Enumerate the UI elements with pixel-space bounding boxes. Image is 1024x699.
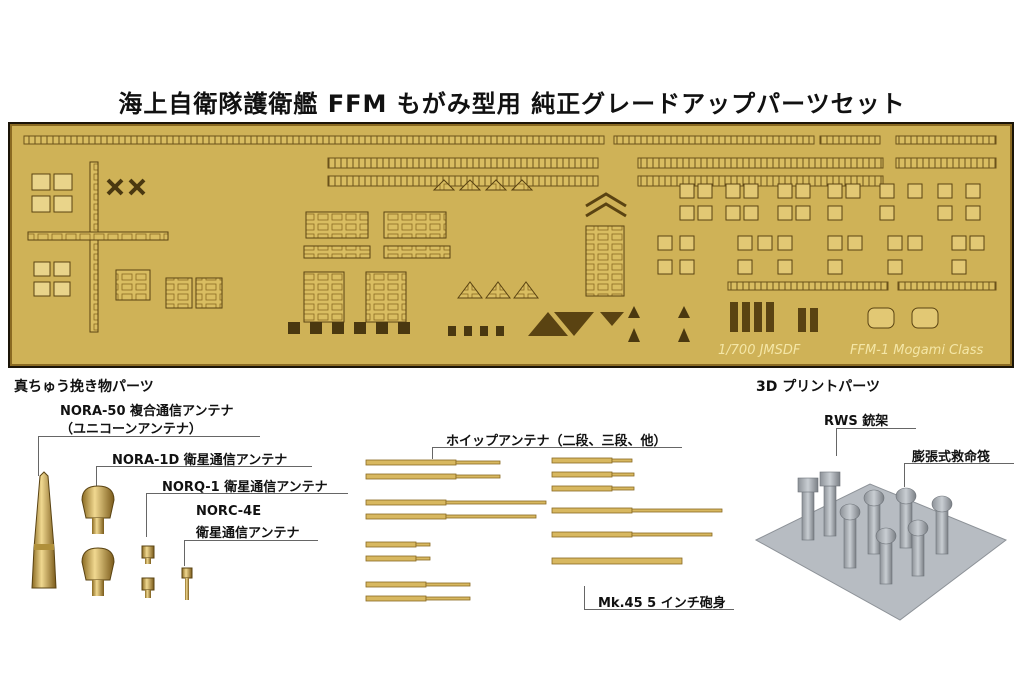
brass-turned-parts [31, 471, 193, 600]
label-whip-antenna: ホイップアンテナ（二段、三段、他） [446, 434, 667, 449]
label-nora50-sub: （ユニコーンアンテナ） [60, 422, 202, 437]
fret-credit-right: FFM-1 Mogami Class [850, 343, 983, 358]
label-norc4e: NORC-4E [196, 504, 262, 519]
label-inflatable-liferaft: 膨張式救命筏 [912, 450, 991, 465]
label-norc4e-sub: 衛星通信アンテナ [196, 526, 300, 541]
section-brass-parts: 真ちゅう挽き物パーツ [14, 379, 154, 395]
3d-print-sprue [754, 471, 1008, 621]
photo-etch-fret: 1/700 JMSDF FFM-1 Mogami Class [8, 122, 1014, 368]
section-3d-print-parts: 3D プリントパーツ [756, 379, 880, 395]
label-nora50: NORA-50 複合通信アンテナ [60, 404, 234, 419]
fret-credit-left: 1/700 JMSDF [718, 343, 801, 358]
page-title: 海上自衛隊護衛艦 FFM もがみ型用 純正グレードアップパーツセット [118, 90, 906, 118]
label-rws-mount: RWS 銃架 [824, 414, 889, 429]
whip-antenna-set [365, 457, 723, 602]
label-norq1: NORQ-1 衛星通信アンテナ [162, 480, 328, 495]
label-nora1d: NORA-1D 衛星通信アンテナ [112, 453, 288, 468]
label-mk45-barrel: Mk.45 5 インチ砲身 [598, 596, 726, 611]
